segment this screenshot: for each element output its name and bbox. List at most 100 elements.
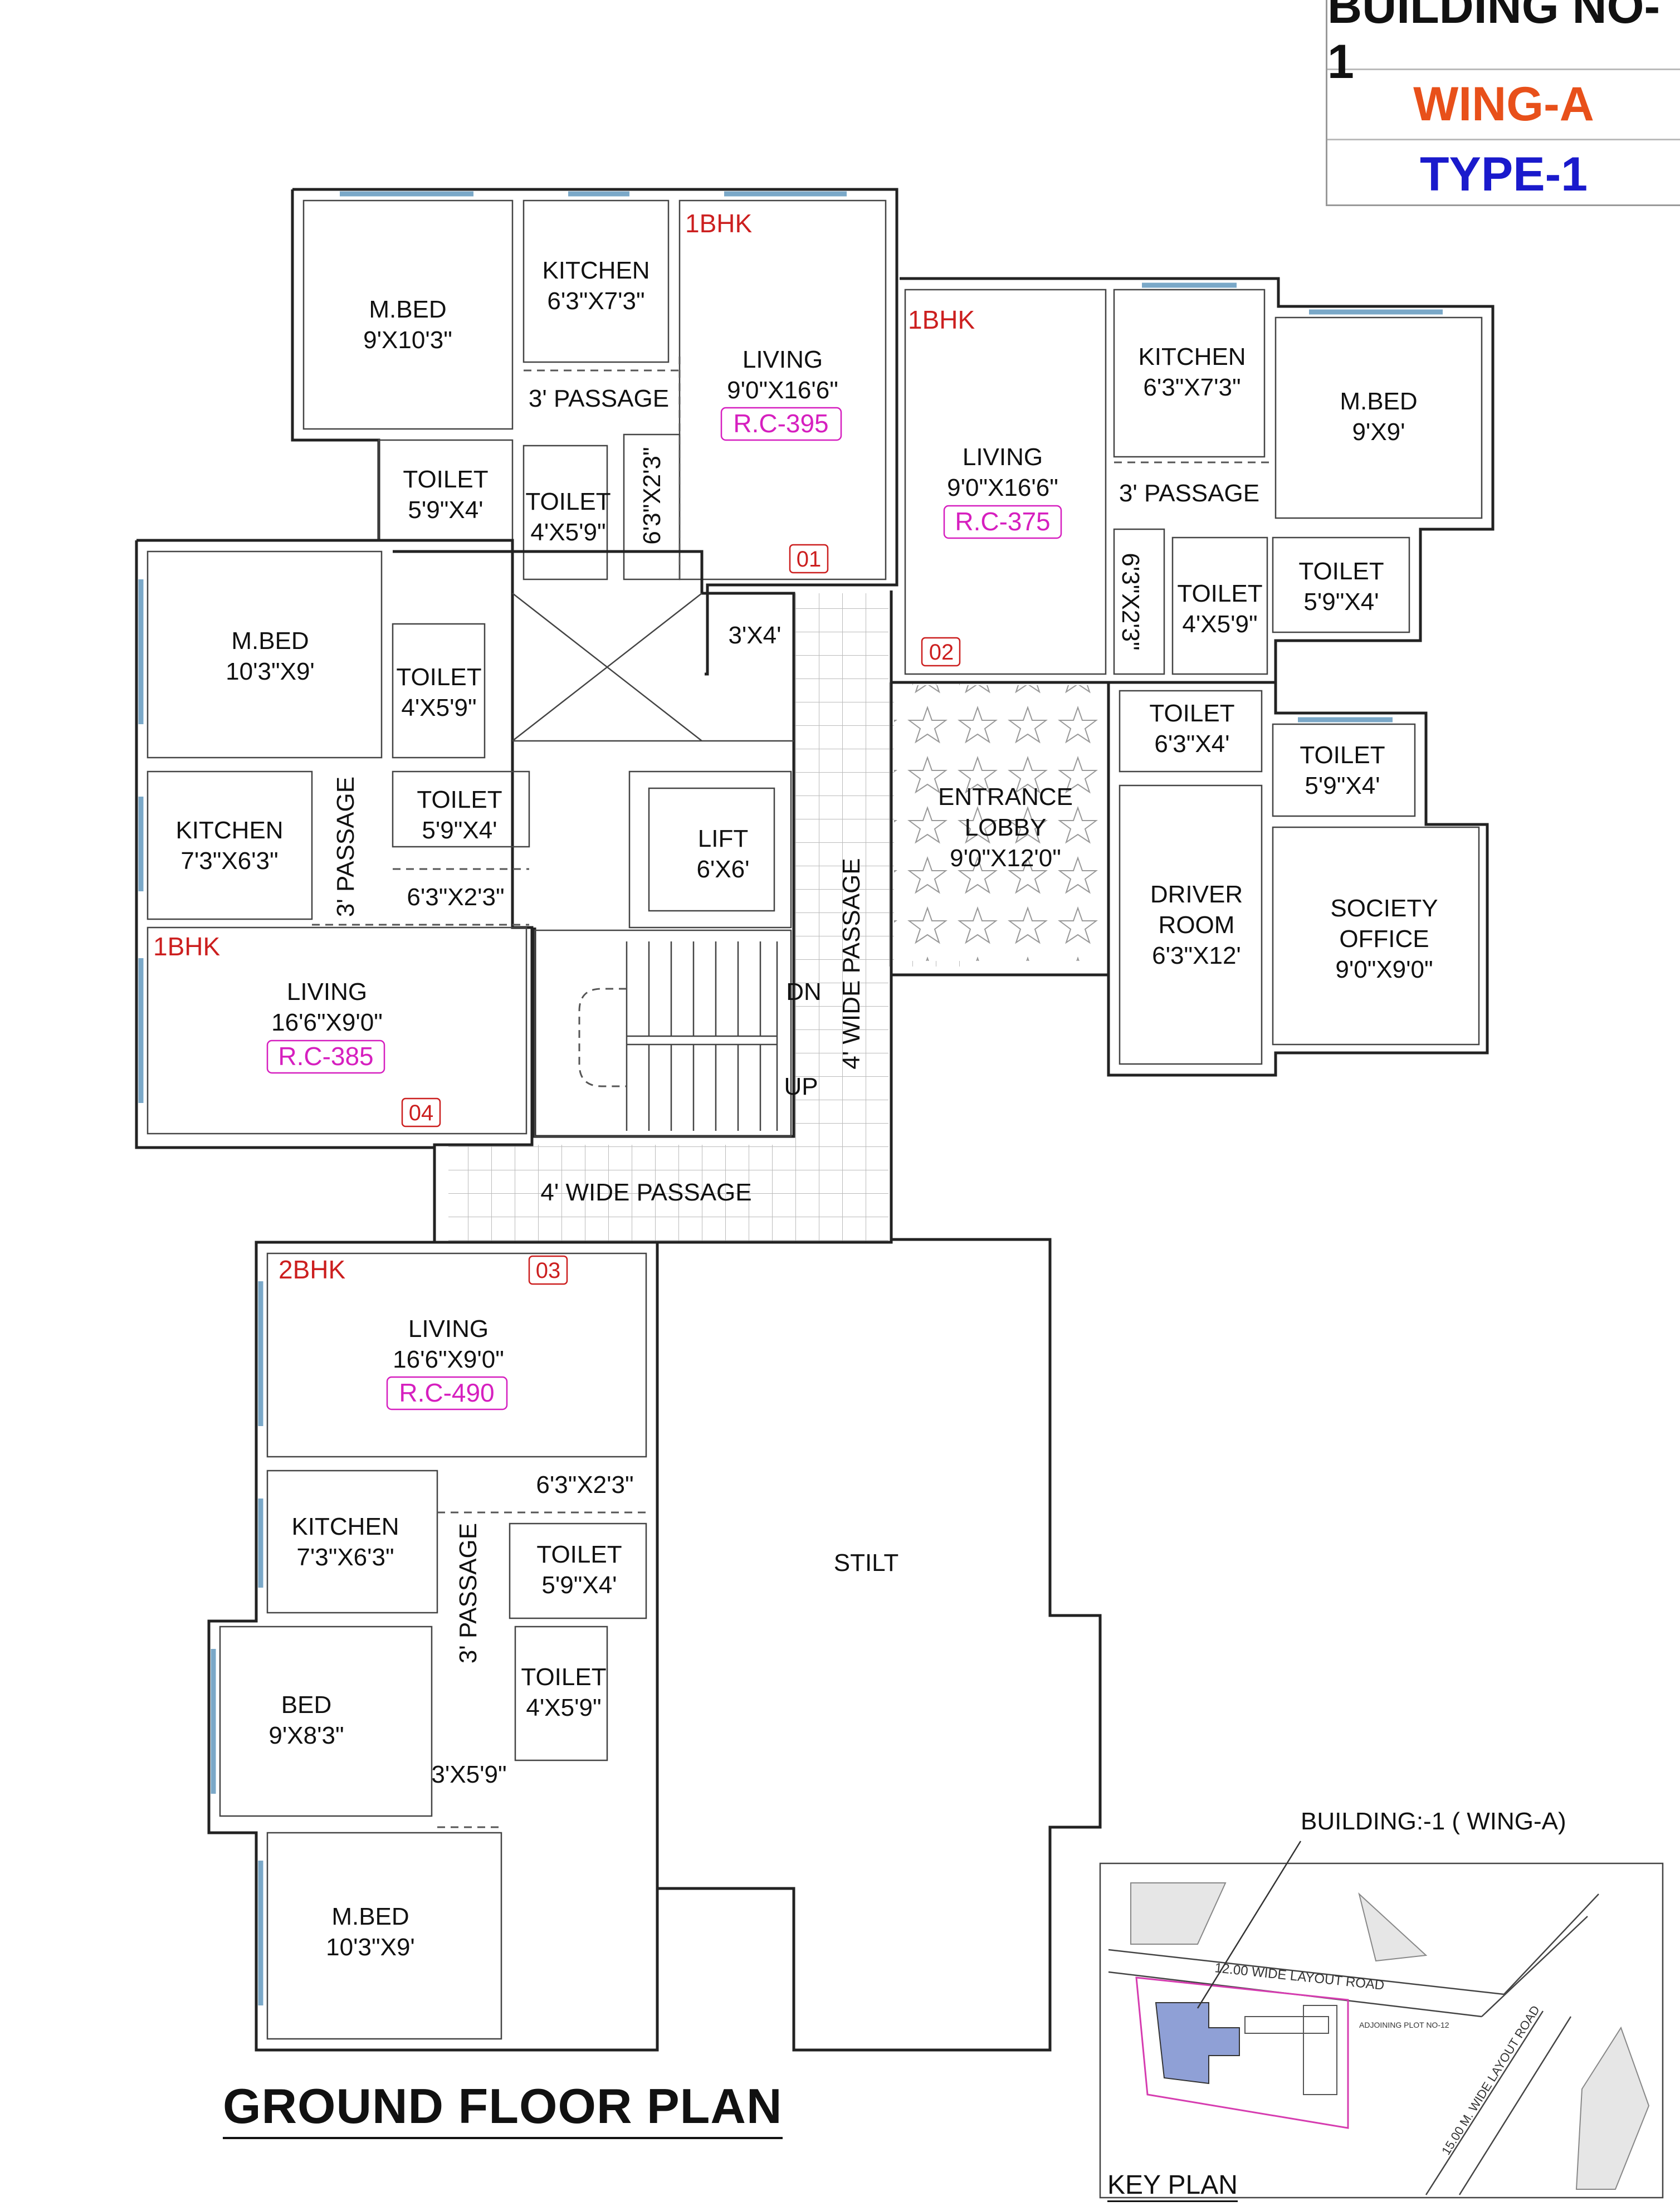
common-area (891, 682, 1489, 1077)
wing-label: WING-A (1327, 70, 1680, 140)
u04-toilet-b-label: TOILET (417, 786, 502, 813)
u01-living-label: LIVING (743, 346, 823, 373)
key-plan-label: KEY PLAN (1107, 2170, 1238, 2202)
u04-living-label: LIVING (287, 978, 367, 1006)
driver-room-label-1: DRIVER (1150, 881, 1243, 908)
u01-duct-size: 6'3"X2'3" (638, 447, 666, 544)
u01-toilet-b-size: 4'X5'9" (530, 519, 605, 546)
entrance-lobby-floor (894, 685, 1108, 961)
u02-living-size: 9'0"X16'6" (947, 474, 1058, 501)
stair-up: UP (784, 1073, 818, 1100)
u01-passage-label: 3' PASSAGE (529, 385, 669, 412)
u03-type: 2BHK (279, 1255, 345, 1284)
u01-living-size: 9'0"X16'6" (727, 377, 838, 404)
u01-rc: R.C-395 (733, 409, 828, 438)
u03-living-label: LIVING (408, 1315, 489, 1343)
u01-balcony-size: 3'X4' (728, 622, 781, 649)
key-plan-adjoining: ADJOINING PLOT NO-12 (1359, 2020, 1449, 2029)
u04-number: 04 (409, 1101, 434, 1125)
key-plan-road-right: 15.00 M. WIDE LAYOUT ROAD (1439, 2003, 1542, 2158)
u03-passage-label: 3' PASSAGE (455, 1523, 482, 1663)
lobby-size: 9'0"X12'0" (950, 845, 1061, 872)
unit-03 (207, 1241, 659, 2052)
lift-size: 6'X6' (696, 856, 749, 883)
u03-bed-size: 9'X8'3" (268, 1722, 344, 1749)
u02-toilet-a-label: TOILET (1177, 580, 1262, 607)
passage-vertical-label: 4' WIDE PASSAGE (838, 858, 865, 1069)
society-office-label-1: SOCIETY (1330, 895, 1438, 922)
driver-room-label-2: ROOM (1159, 911, 1235, 939)
u03-living-size: 16'6"X9'0" (393, 1346, 504, 1373)
u02-duct-size: 6'3"X2'3" (1117, 553, 1144, 650)
u01-mbed-label: M.BED (369, 296, 446, 323)
u04-mbed-label: M.BED (231, 627, 309, 655)
key-plan-callout: BUILDING:-1 ( WING-A) (1301, 1808, 1566, 1835)
u01-toilet-b-label: TOILET (525, 488, 611, 515)
u02-type: 1BHK (908, 305, 975, 334)
u02-number: 02 (929, 640, 954, 665)
u04-kitchen-label: KITCHEN (175, 817, 283, 844)
u04-passage-label: 3' PASSAGE (332, 777, 359, 917)
u01-kitchen-label: KITCHEN (542, 257, 649, 284)
u02-kitchen-label: KITCHEN (1138, 343, 1246, 370)
u01-toilet-a-size: 5'9"X4' (408, 496, 483, 524)
common-toilet-b-label: TOILET (1300, 741, 1385, 769)
u04-toilet-a-size: 4'X5'9" (401, 694, 476, 721)
common-toilet-b-size: 5'9"X4' (1305, 772, 1380, 799)
u04-duct-size: 6'3"X2'3" (407, 884, 504, 911)
key-plan: 12.00 WIDE LAYOUT ROAD 15.00 M. WIDE LAY… (1099, 1841, 1664, 2199)
plan-title: GROUND FLOOR PLAN (223, 2078, 783, 2139)
u04-kitchen-size: 7'3"X6'3" (180, 847, 278, 875)
passage-horizontal-label: 4' WIDE PASSAGE (540, 1179, 751, 1206)
lobby-label-1: ENTRANCE (938, 783, 1073, 811)
type-label: TYPE-1 (1419, 148, 1588, 201)
stilt-label: STILT (834, 1549, 899, 1577)
u02-toilet-b-size: 5'9"X4' (1303, 588, 1379, 616)
unit-02 (891, 277, 1495, 684)
common-toilet-a-size: 6'3"X4' (1154, 730, 1229, 758)
lobby-label-2: LOBBY (965, 814, 1047, 841)
u03-bed-label: BED (281, 1691, 331, 1719)
u03-duct-size: 6'3"X2'3" (536, 1471, 633, 1499)
u03-balcony-size: 3'X5'9" (431, 1761, 506, 1788)
driver-room-size: 6'3"X12' (1152, 942, 1241, 969)
u01-type: 1BHK (685, 209, 752, 238)
u03-toilet-b-label: TOILET (521, 1663, 606, 1691)
u01-number: 01 (797, 547, 822, 572)
u02-rc: R.C-375 (955, 507, 1050, 536)
u04-living-size: 16'6"X9'0" (271, 1009, 383, 1036)
u03-toilet-a-size: 5'9"X4' (541, 1571, 617, 1599)
u02-mbed-label: M.BED (1340, 388, 1417, 415)
staircase-treads (578, 941, 778, 1131)
u02-kitchen-size: 6'3"X7'3" (1143, 374, 1241, 401)
u04-type: 1BHK (153, 932, 220, 961)
u03-number: 03 (536, 1258, 561, 1283)
u01-toilet-a-label: TOILET (403, 466, 488, 493)
passage-tiles (448, 593, 961, 1242)
u01-kitchen-size: 6'3"X7'3" (547, 287, 644, 315)
stair-dn: DN (786, 978, 822, 1006)
u03-toilet-b-size: 4'X5'9" (526, 1694, 601, 1721)
u04-toilet-b-size: 5'9"X4' (422, 817, 497, 844)
u01-mbed-size: 9'X10'3" (363, 326, 452, 354)
u02-passage-label: 3' PASSAGE (1119, 480, 1259, 507)
u02-toilet-b-label: TOILET (1298, 558, 1384, 585)
u04-toilet-a-label: TOILET (396, 663, 481, 691)
u04-rc: R.C-385 (278, 1042, 373, 1071)
u02-mbed-size: 9'X9' (1352, 418, 1405, 446)
common-toilet-a-label: TOILET (1149, 700, 1234, 727)
society-office-label-2: OFFICE (1339, 925, 1429, 953)
u02-toilet-a-size: 4'X5'9" (1182, 611, 1257, 638)
society-office-size: 9'0"X9'0" (1335, 956, 1433, 983)
core (393, 550, 795, 1138)
u03-kitchen-label: KITCHEN (291, 1513, 399, 1540)
lift-label: LIFT (698, 825, 748, 852)
u03-kitchen-size: 7'3"X6'3" (296, 1544, 394, 1571)
u03-toilet-a-label: TOILET (536, 1541, 622, 1568)
building-number: BUILDING NO-1 (1327, 0, 1680, 89)
u03-mbed-label: M.BED (331, 1903, 409, 1930)
stilt-outline (657, 1238, 1102, 2052)
u03-mbed-size: 10'3"X9' (326, 1934, 415, 1961)
u04-mbed-size: 10'3"X9' (226, 658, 315, 685)
